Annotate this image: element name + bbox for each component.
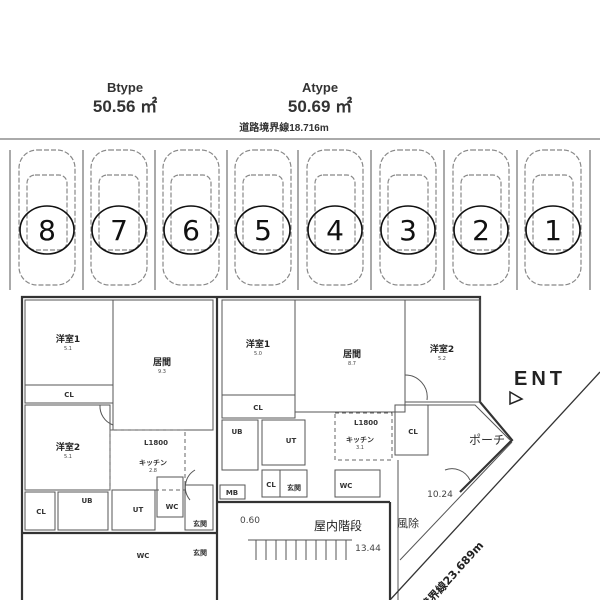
car-cabin-icon xyxy=(460,174,502,251)
unit-a-closet2: CL xyxy=(408,428,418,436)
parking-number: 1 xyxy=(544,214,562,247)
parking-number-circle xyxy=(453,205,509,255)
car-outline-icon xyxy=(379,149,437,286)
parking-number-circle xyxy=(380,205,436,255)
unit-a-bedroom1-label: 洋室1 xyxy=(246,338,270,350)
parking-space: 4 xyxy=(306,149,364,286)
unit-b-kitchen-label: キッチン xyxy=(139,459,167,467)
parking-number: 3 xyxy=(399,214,417,247)
porch-label: ポーチ xyxy=(469,433,505,447)
unit-b-living-size: 9.3 xyxy=(158,369,166,375)
unit-a-closet3: CL xyxy=(266,481,276,489)
parking-number: 4 xyxy=(326,214,344,247)
stairs-label: 屋内階段 xyxy=(314,518,362,533)
unit-b-utility: UT xyxy=(133,506,144,514)
parking-space: 1 xyxy=(524,149,582,286)
lower-genkan: 玄関 xyxy=(193,548,207,557)
windbreak-label: 風除 xyxy=(397,516,419,530)
unit-a-living-size: 8.7 xyxy=(348,361,356,367)
unit-b-bedroom2-size: 5.1 xyxy=(64,454,72,460)
parking-area xyxy=(9,150,591,290)
car-cabin-icon xyxy=(170,174,212,251)
entrance-arrow-icon xyxy=(509,390,524,406)
lower-toilet: WC xyxy=(137,552,150,560)
type-b-area: 50.56 ㎡ xyxy=(93,96,157,116)
unit-a-bedroom1-size: 5.0 xyxy=(254,351,262,357)
stairs-area: 13.44 xyxy=(355,544,381,554)
parking-space: 5 xyxy=(234,149,292,286)
car-outline-icon xyxy=(162,149,220,286)
unit-b-toilet: WC xyxy=(166,503,179,511)
type-a-area: 50.69 ㎡ xyxy=(288,96,352,116)
parking-number-circle xyxy=(235,205,291,255)
type-a-label: Atype xyxy=(302,80,338,95)
unit-a-bath: UB xyxy=(231,428,242,436)
unit-a-closet1: CL xyxy=(253,404,263,412)
unit-a-sink: L1800 xyxy=(354,419,378,427)
unit-b-bedroom1-size: 5.1 xyxy=(64,346,72,352)
parking-space: 7 xyxy=(90,149,148,286)
parking-number-circle xyxy=(163,205,219,255)
car-cabin-icon xyxy=(314,174,356,251)
parking-number-circle xyxy=(19,205,75,255)
building-walls xyxy=(20,295,600,600)
unit-b-living-label: 居間 xyxy=(153,357,171,368)
car-outline-icon xyxy=(234,149,292,286)
unit-b-closet1: CL xyxy=(64,391,74,399)
unit-b-genkan: 玄関 xyxy=(193,519,207,528)
unit-b-sink: L1800 xyxy=(144,439,168,447)
unit-a-kitchen-size: 3.1 xyxy=(356,445,364,451)
side-boundary-label: 境界線23.689m xyxy=(418,538,487,600)
parking-number-circle xyxy=(307,205,363,255)
unit-b-closet2: CL xyxy=(36,508,46,516)
car-cabin-icon xyxy=(532,174,574,251)
car-outline-icon xyxy=(90,149,148,286)
unit-a-toilet: WC xyxy=(340,482,353,490)
type-b-label: Btype xyxy=(107,80,143,95)
car-cabin-icon xyxy=(242,174,284,251)
parking-number-circle xyxy=(91,205,147,255)
unit-b-bath: UB xyxy=(81,497,92,505)
car-cabin-icon xyxy=(98,174,140,251)
unit-b-kitchen-size: 2.8 xyxy=(149,468,157,474)
car-cabin-icon xyxy=(26,174,68,251)
unit-a-bedroom2-label: 洋室2 xyxy=(430,343,454,355)
car-outline-icon xyxy=(524,149,582,286)
unit-a-bedroom2-size: 5.2 xyxy=(438,356,446,362)
road-boundary-label: 道路境界線18.716m xyxy=(239,121,329,134)
parking-number: 8 xyxy=(38,214,56,247)
unit-b-bedroom2-label: 洋室2 xyxy=(56,441,80,453)
car-cabin-icon xyxy=(387,174,429,251)
parking-number: 6 xyxy=(182,214,200,247)
unit-a-kitchen-label: キッチン xyxy=(346,436,374,444)
car-outline-icon xyxy=(18,149,76,286)
car-outline-icon xyxy=(306,149,364,286)
width-note: 0.60 xyxy=(240,516,260,526)
unit-a-living-label: 居間 xyxy=(343,349,361,360)
car-outline-icon xyxy=(452,149,510,286)
parking-space: 2 xyxy=(452,149,510,286)
unit-a-genkan: 玄関 xyxy=(287,483,301,492)
parking-number: 2 xyxy=(472,214,490,247)
unit-a-utility: UT xyxy=(286,437,297,445)
unit-b-bedroom1-label: 洋室1 xyxy=(56,333,80,345)
parking-space: 3 xyxy=(379,149,437,286)
parking-number-circle xyxy=(525,205,581,255)
porch-area: 10.24 xyxy=(427,490,453,500)
parking-space: 6 xyxy=(162,149,220,286)
parking-number: 5 xyxy=(254,214,272,247)
parking-number: 7 xyxy=(110,214,128,247)
parking-space: 8 xyxy=(18,149,76,286)
unit-a-meter-box: MB xyxy=(226,489,238,497)
entrance-label: ENT xyxy=(514,368,566,390)
